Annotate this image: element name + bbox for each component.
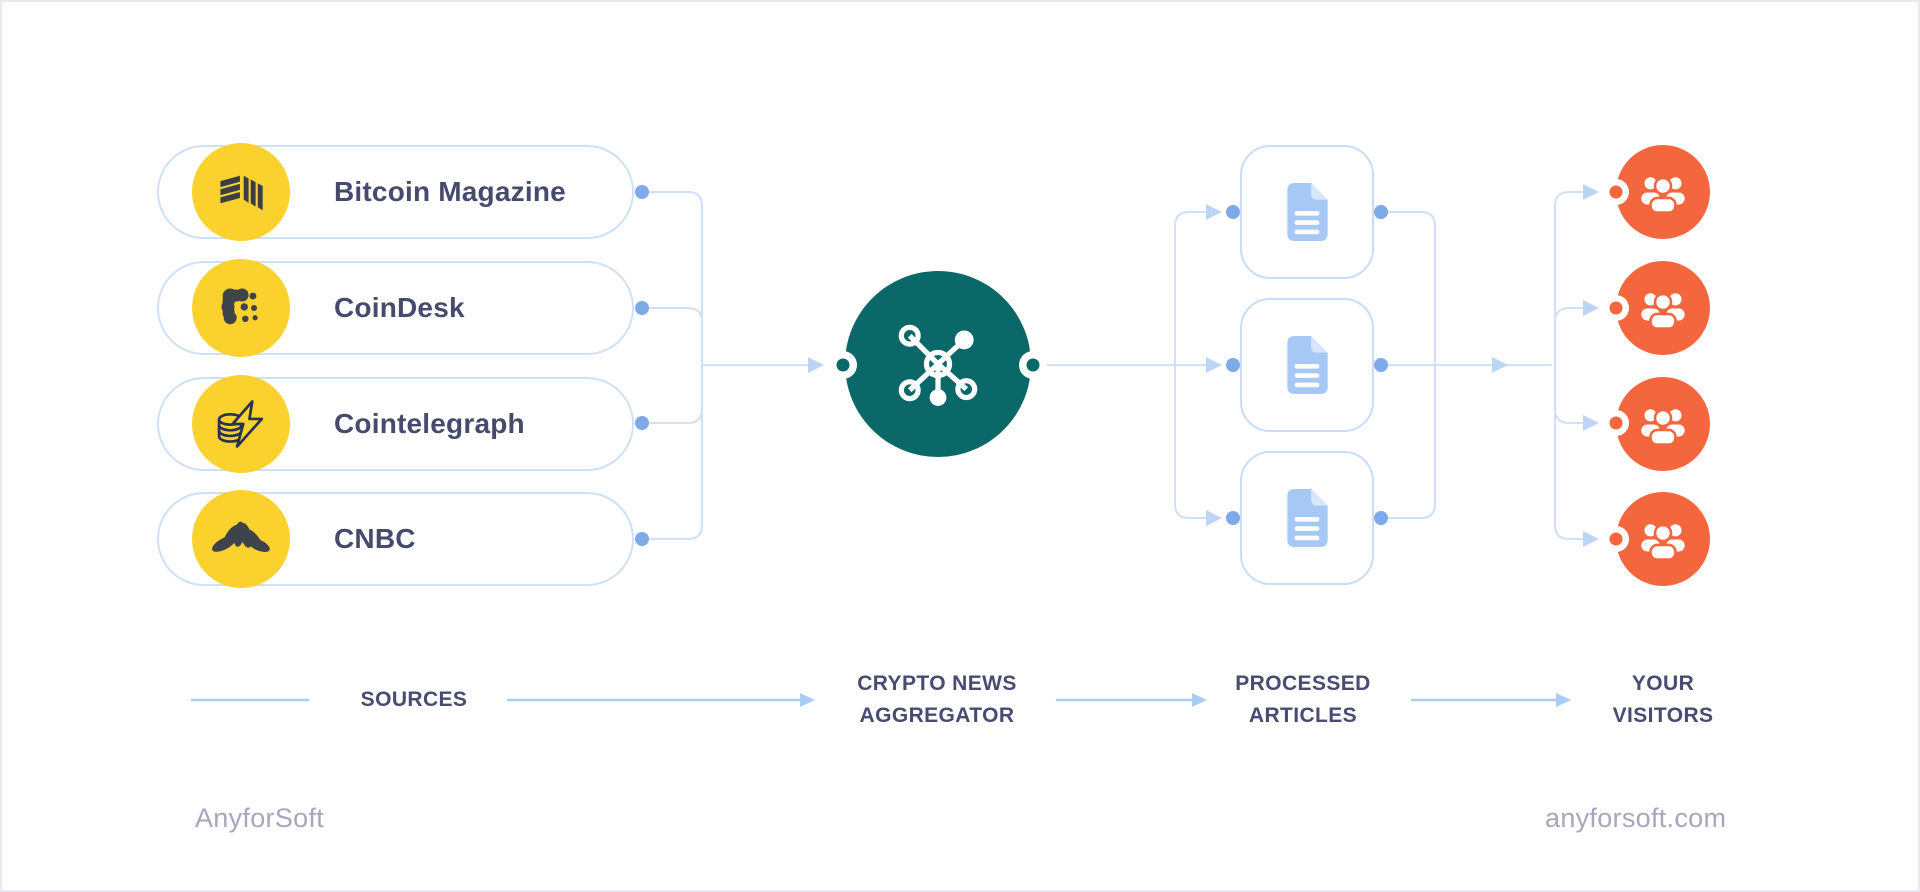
brand-wordmark: AnyforSoft	[195, 803, 325, 833]
visitor-node	[1616, 145, 1710, 239]
people-group-icon	[1641, 176, 1685, 214]
document-icon	[1287, 489, 1328, 547]
visitor-node	[1616, 377, 1710, 471]
visitor-node	[1616, 492, 1710, 586]
document-icon	[1287, 336, 1328, 394]
bitcoin-magazine-icon	[220, 175, 263, 211]
crypto-news-aggregator-hub	[845, 271, 1031, 457]
source-label: CNBC	[334, 523, 416, 554]
stage-label-visitors: YOUR VISITORS	[1612, 672, 1714, 727]
stage-label-sources: SOURCES	[360, 688, 468, 711]
people-group-icon	[1641, 523, 1685, 561]
cointelegraph-icon	[192, 375, 290, 473]
people-group-icon	[1641, 408, 1685, 446]
cnbc-peacock-icon	[212, 521, 270, 552]
website-link: anyforsoft.com	[1545, 803, 1727, 833]
processed-article-card	[1240, 298, 1374, 432]
network-hub-icon	[898, 324, 978, 406]
cnbc-peacock-icon	[192, 490, 290, 588]
source-label: Bitcoin Magazine	[334, 176, 566, 207]
visitor-node	[1616, 261, 1710, 355]
source-pill-cointelegraph: Cointelegraph	[157, 375, 634, 473]
source-label: Cointelegraph	[334, 408, 525, 439]
stage-label-aggregator: CRYPTO NEWS AGGREGATOR	[857, 672, 1017, 727]
processed-article-card	[1240, 145, 1374, 279]
document-icon	[1287, 183, 1328, 241]
stage-label-articles: PROCESSED ARTICLES	[1235, 672, 1371, 727]
bitcoin-magazine-icon	[192, 143, 290, 241]
coindesk-icon	[192, 259, 290, 357]
source-pill-bitcoin-magazine: Bitcoin Magazine	[157, 143, 634, 241]
coindesk-icon	[221, 288, 258, 325]
source-label: CoinDesk	[334, 292, 465, 323]
people-group-icon	[1641, 292, 1685, 330]
cointelegraph-icon	[217, 400, 264, 448]
source-pill-coindesk: CoinDesk	[157, 259, 634, 357]
visitor-ports	[1603, 179, 1629, 552]
processed-article-card	[1240, 451, 1374, 585]
source-pill-cnbc: CNBC	[157, 490, 634, 588]
